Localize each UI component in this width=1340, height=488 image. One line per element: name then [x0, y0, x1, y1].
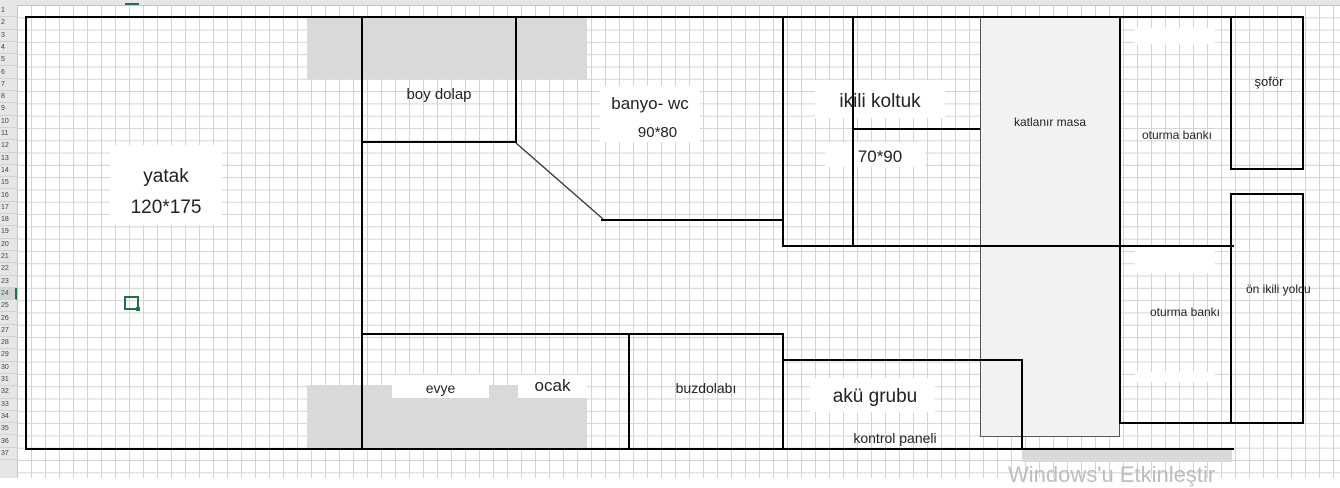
row-header-23[interactable]: 23 — [0, 276, 17, 288]
row-header-18[interactable]: 18 — [0, 214, 17, 227]
row-header-29[interactable]: 29 — [0, 349, 17, 362]
kitchen-top-wall — [361, 333, 783, 335]
row-header-9[interactable]: 9 — [0, 103, 17, 116]
bed-size: 120*175 — [130, 197, 202, 218]
row-header-26[interactable]: 26 — [0, 313, 17, 325]
battery-box[interactable] — [782, 359, 1023, 450]
kitchen-fridge-divider — [628, 333, 630, 450]
activation-watermark: Windows'u Etkinleştir — [1008, 462, 1216, 487]
driver-seat[interactable] — [1230, 16, 1304, 170]
row-header-28[interactable]: 28 — [0, 337, 17, 350]
row-header-15[interactable]: 15 — [0, 177, 17, 190]
row-header-19[interactable]: 19 — [0, 226, 17, 239]
sofa-size-bg — [825, 142, 925, 167]
folding-table-area[interactable] — [980, 17, 1120, 437]
front-passenger-seat[interactable] — [1230, 193, 1304, 424]
wardrobe-label: boy dolap — [406, 86, 472, 103]
row-header-8[interactable]: 8 — [0, 91, 17, 104]
row-header-33[interactable]: 33 — [0, 399, 17, 411]
row-header-24[interactable]: 24 — [0, 287, 17, 301]
row-header-14[interactable]: 14 — [0, 165, 17, 178]
bed-label: yatak — [143, 166, 189, 187]
control-panel-label: kontrol paneli — [853, 430, 937, 446]
row-header-10[interactable]: 10 — [0, 116, 17, 128]
wardrobe-shade — [307, 17, 587, 79]
row-header-2[interactable]: 2 — [0, 17, 17, 30]
row-header-17[interactable]: 17 — [0, 202, 17, 215]
selected-cell-cursor[interactable] — [124, 296, 140, 311]
sofa-size: 70*90 — [857, 147, 903, 166]
stove-label-bg — [518, 375, 587, 398]
bench-bottom-wall — [1119, 422, 1232, 424]
row-header-22[interactable]: 22 — [0, 263, 17, 276]
row-header-6[interactable]: 6 — [0, 67, 17, 79]
row-header-34[interactable]: 34 — [0, 411, 17, 424]
bathroom-right-wall — [782, 16, 784, 247]
stove-label: ocak — [534, 376, 571, 395]
row-header-25[interactable]: 25 — [0, 300, 17, 313]
bathroom-label: banyo- wc — [611, 94, 689, 113]
column-header-bar[interactable] — [0, 0, 1340, 6]
row-header-32[interactable]: 32 — [0, 386, 17, 399]
fridge-label: buzdolabı — [675, 380, 737, 396]
bathroom-bottom-wall — [601, 219, 784, 221]
battery-label-bg — [810, 378, 935, 412]
folding-table-label: katlanır masa — [1013, 115, 1087, 129]
mid-wall — [782, 245, 1234, 247]
sofa-shelf — [852, 128, 980, 130]
bench-top-bg — [1135, 28, 1215, 44]
row-header-13[interactable]: 13 — [0, 153, 17, 165]
row-header-30[interactable]: 30 — [0, 362, 17, 374]
row-header-4[interactable]: 4 — [0, 42, 17, 55]
bathroom-size: 90*80 — [637, 124, 678, 141]
battery-label: akü grubu — [832, 386, 918, 407]
row-header-7[interactable]: 7 — [0, 79, 17, 92]
bed-label-bg — [110, 145, 222, 225]
sofa-divider — [852, 16, 854, 247]
bench-left-wall — [1119, 16, 1121, 424]
row-header-16[interactable]: 16 — [0, 190, 17, 202]
bathroom-label-bg — [600, 86, 700, 142]
bench-bottom-bg — [1135, 245, 1215, 273]
row-header-31[interactable]: 31 — [0, 374, 17, 387]
sink-label: evye — [425, 380, 456, 396]
bench-top-label: oturma bankı — [1141, 128, 1213, 142]
row-header-12[interactable]: 12 — [0, 140, 17, 153]
row-header-27[interactable]: 27 — [0, 325, 17, 338]
sink-label-bg — [392, 375, 489, 398]
row-header-3[interactable]: 3 — [0, 30, 17, 42]
row-header-11[interactable]: 11 — [0, 128, 17, 141]
row-header-5[interactable]: 5 — [0, 54, 17, 67]
bench-bottom-label: oturma bankı — [1149, 305, 1221, 319]
watermark-bar — [1022, 450, 1232, 462]
bed-partition — [361, 16, 363, 450]
diagonal-wall — [515, 142, 604, 220]
sofa-label: ikili koltuk — [839, 91, 921, 112]
row-header-21[interactable]: 21 — [0, 251, 17, 264]
row-header-1[interactable]: 1 — [0, 5, 17, 18]
row-header-36[interactable]: 36 — [0, 436, 17, 448]
fridge-right-wall — [782, 333, 784, 450]
sofa-label-bg — [815, 80, 945, 118]
row-header-35[interactable]: 35 — [0, 423, 17, 436]
driver-label: şoför — [1254, 74, 1284, 89]
bench-bottom-bg2 — [1135, 372, 1215, 382]
front-passenger-label: ön ikili yolcu — [1246, 282, 1311, 296]
row-header-20[interactable]: 20 — [0, 239, 17, 251]
row-header-37[interactable]: 37 — [0, 448, 17, 461]
selected-column-indicator — [125, 3, 139, 5]
wardrobe-box[interactable] — [361, 16, 517, 143]
